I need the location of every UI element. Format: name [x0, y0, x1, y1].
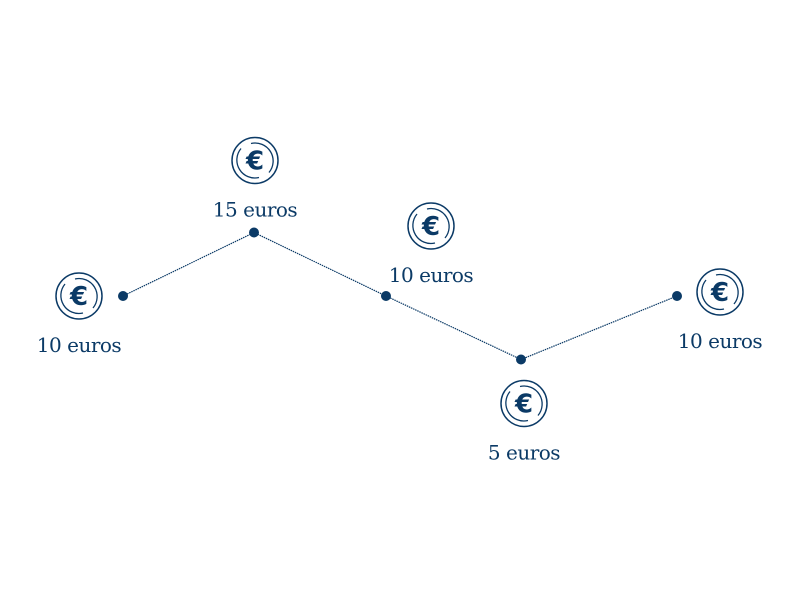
- series-line: [122, 231, 678, 361]
- data-label: 10 euros: [678, 329, 763, 353]
- data-point: [118, 291, 128, 301]
- data-label: 15 euros: [213, 198, 298, 222]
- svg-text:€: €: [710, 278, 729, 308]
- svg-text:€: €: [421, 212, 440, 242]
- euro-coin-icon: €: [696, 268, 744, 316]
- data-label: 5 euros: [488, 441, 560, 465]
- data-point: [249, 227, 259, 238]
- euro-coin-icon: €: [231, 136, 279, 185]
- euro-coin-icon: €: [500, 379, 548, 428]
- svg-text:€: €: [69, 282, 88, 312]
- euro-coin-icon: €: [55, 272, 103, 320]
- svg-text:€: €: [245, 147, 264, 177]
- data-label: 10 euros: [37, 333, 122, 357]
- euro-coin-icon: €: [407, 202, 455, 250]
- data-point: [672, 291, 682, 301]
- data-point: [381, 291, 391, 301]
- data-point: [516, 354, 526, 365]
- data-label: 10 euros: [389, 263, 474, 287]
- svg-text:€: €: [514, 390, 533, 420]
